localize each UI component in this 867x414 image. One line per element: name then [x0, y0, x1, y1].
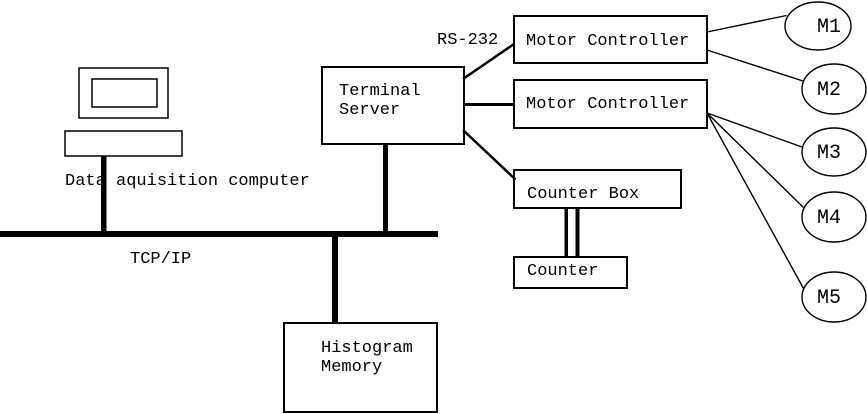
- tcpip-label: TCP/IP: [130, 250, 191, 269]
- terminal-to-motorcontroller1-line: [462, 42, 515, 81]
- counter-box-label: Counter Box: [527, 185, 639, 204]
- counter-label: Counter: [527, 262, 598, 281]
- counterbox-to-counter-line-1: [564, 208, 568, 257]
- data-acquisition-label: Data aquisition computer: [65, 172, 310, 191]
- motor-m4-ellipse: [801, 191, 867, 243]
- monitor-screen-icon: [91, 78, 158, 108]
- motor-m2-label: M2: [817, 79, 841, 102]
- counter-box: [513, 256, 628, 289]
- terminal-server-label-line1: Terminal: [339, 82, 421, 101]
- motor-m5-ellipse: [801, 271, 867, 323]
- counter-box-box: [513, 169, 682, 209]
- terminal-server-to-bus-line: [383, 144, 388, 237]
- computer-to-bus-line: [101, 156, 107, 237]
- tcpip-bus-line: [0, 231, 438, 237]
- motor-controller-1-label: Motor Controller: [526, 32, 689, 51]
- histogram-memory-label-line1: Histogram: [321, 339, 413, 358]
- motor-m4-label: M4: [817, 207, 841, 230]
- histogram-memory-label-line2: Memory: [321, 358, 382, 377]
- terminal-server-label-line2: Server: [339, 101, 400, 120]
- motorcontroller2-to-m3-line: [706, 112, 803, 148]
- motorcontroller2-to-m5-line: [706, 112, 805, 289]
- motor-controller-2-box: [513, 79, 708, 129]
- motor-m2-ellipse: [801, 63, 867, 115]
- terminal-server-box: [321, 66, 465, 145]
- keyboard-icon: [64, 130, 183, 157]
- motor-m1-ellipse: [784, 1, 852, 51]
- terminal-to-counterbox-line: [462, 129, 517, 181]
- motorcontroller1-to-m1-line: [706, 14, 787, 33]
- motorcontroller2-to-m4-line: [706, 112, 804, 209]
- bus-to-histogram-memory-line: [332, 231, 338, 323]
- motor-controller-1-box: [513, 15, 708, 64]
- rs232-label: RS-232: [437, 31, 498, 50]
- motor-m1-label: M1: [817, 16, 841, 39]
- motor-m3-ellipse: [801, 127, 867, 177]
- histogram-memory-box: [283, 322, 438, 413]
- motorcontroller1-to-m2-line: [706, 49, 804, 82]
- motor-m5-label: M5: [817, 287, 841, 310]
- motor-m3-label: M3: [817, 142, 841, 165]
- data-acquisition-computer-icon: [64, 67, 183, 157]
- counterbox-to-counter-line-2: [575, 208, 580, 257]
- motor-controller-2-label: Motor Controller: [526, 95, 689, 114]
